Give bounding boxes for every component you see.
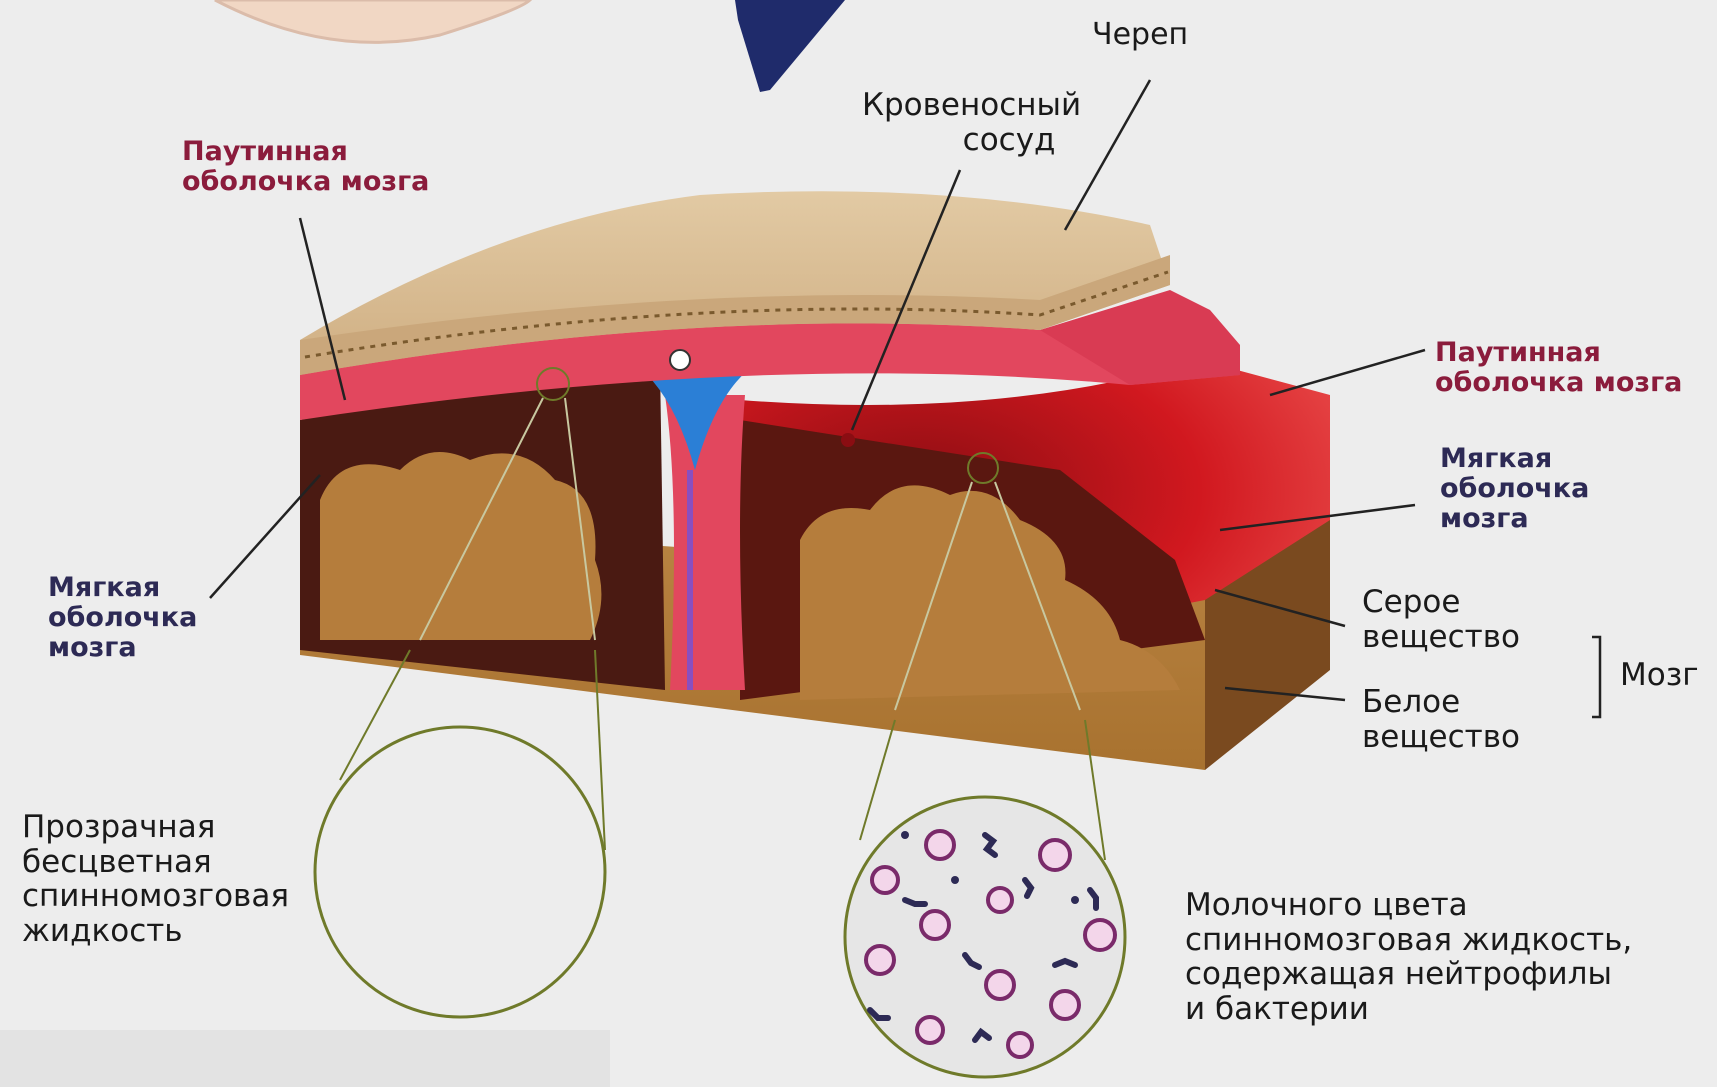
label-clear-csf-line1: Прозрачная	[22, 810, 289, 845]
label-milky-csf-line2: спинномозговая жидкость,	[1185, 923, 1632, 958]
label-gray-matter: Серое вещество	[1362, 585, 1520, 654]
label-white-matter: Белое вещество	[1362, 685, 1520, 754]
label-gray-matter-line2: вещество	[1362, 620, 1520, 655]
label-pia-left-line2: оболочка	[48, 603, 197, 633]
label-arachnoid-left: Паутинная оболочка мозга	[182, 137, 429, 197]
label-pia-right-line3: мозга	[1440, 504, 1589, 534]
label-pia-left: Мягкая оболочка мозга	[48, 573, 197, 664]
label-arachnoid-left-line1: Паутинная	[182, 137, 429, 167]
brain-bracket	[1592, 637, 1600, 717]
label-milky-csf-line4: и бактерии	[1185, 992, 1632, 1027]
label-clear-csf-line3: спинномозговая	[22, 879, 289, 914]
label-white-matter-line1: Белое	[1362, 685, 1520, 720]
label-skull: Череп	[1092, 18, 1188, 52]
falx-membrane	[665, 395, 745, 690]
label-pia-left-line3: мозга	[48, 633, 197, 663]
label-milky-csf: Молочного цвета спинномозговая жидкость,…	[1185, 888, 1632, 1027]
label-clear-csf: Прозрачная бесцветная спинномозговая жид…	[22, 810, 289, 949]
label-arachnoid-right-line1: Паутинная	[1435, 338, 1682, 368]
bottom-left-panel	[0, 1030, 610, 1087]
label-blood-vessel: Кровеносный сосуд	[862, 88, 1081, 157]
label-pia-left-line1: Мягкая	[48, 573, 197, 603]
label-blood-vessel-line1: Кровеносный	[862, 88, 1081, 123]
label-pia-right-line1: Мягкая	[1440, 444, 1589, 474]
label-pia-right-line2: оболочка	[1440, 474, 1589, 504]
label-blood-vessel-line2: сосуд	[862, 123, 1081, 158]
clear-csf-lens	[315, 727, 605, 1017]
label-milky-csf-line3: содержащая нейтрофилы	[1185, 957, 1632, 992]
label-arachnoid-right: Паутинная оболочка мозга	[1435, 338, 1682, 398]
label-brain: Мозг	[1620, 658, 1698, 693]
label-arachnoid-right-line2: оболочка мозга	[1435, 368, 1682, 398]
label-clear-csf-line4: жидкость	[22, 914, 289, 949]
label-milky-csf-line1: Молочного цвета	[1185, 888, 1632, 923]
label-arachnoid-left-line2: оболочка мозга	[182, 167, 429, 197]
head-outline	[215, 0, 530, 42]
label-pia-right: Мягкая оболочка мозга	[1440, 444, 1589, 535]
label-clear-csf-line2: бесцветная	[22, 845, 289, 880]
pointer-arrow-icon	[735, 0, 845, 92]
label-white-matter-line2: вещество	[1362, 720, 1520, 755]
label-gray-matter-line1: Серое	[1362, 585, 1520, 620]
